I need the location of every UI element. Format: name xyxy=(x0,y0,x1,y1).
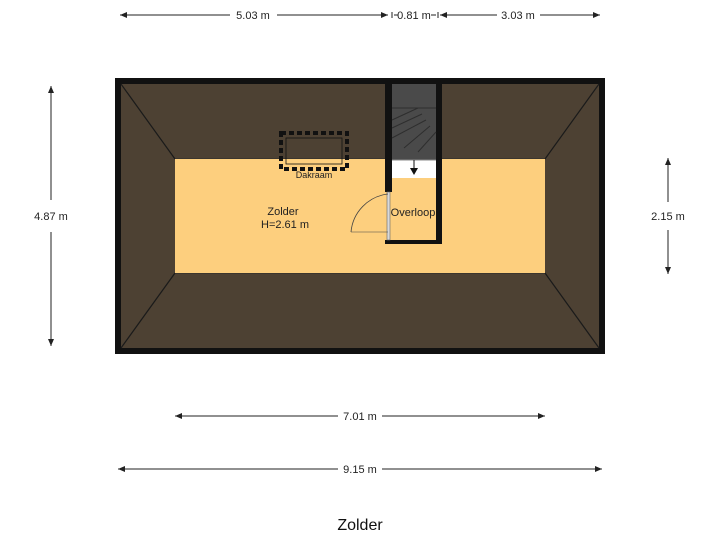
dimension-right: 2.15 m xyxy=(651,158,685,274)
zolder-name: Zolder xyxy=(267,206,299,218)
attic-structure xyxy=(115,78,605,354)
dim-top-right-label: 3.03 m xyxy=(501,10,535,22)
dimension-left: 4.87 m xyxy=(34,86,68,346)
overloop-label: Overloop xyxy=(391,207,436,219)
dim-left-label: 4.87 m xyxy=(34,211,68,223)
zolder-room-label: Zolder H=2.61 m xyxy=(261,206,309,231)
dimension-bottom-inner: 7.01 m xyxy=(175,411,545,423)
skylight-dakraam: Dakraam xyxy=(279,131,349,180)
dimension-bottom-outer: 9.15 m xyxy=(118,464,602,476)
dim-top-left-label: 5.03 m xyxy=(236,10,270,22)
dim-top-middle-label: 0.81 m xyxy=(397,10,431,22)
stair-void xyxy=(392,84,436,160)
dimension-top: 5.03 m 0.81 m 3.03 m xyxy=(120,10,600,22)
dim-bottom-outer-label: 9.15 m xyxy=(343,464,377,476)
door-swing xyxy=(350,193,389,233)
dakraam-label: Dakraam xyxy=(296,170,333,180)
door-leaf xyxy=(386,191,391,241)
dim-right-label: 2.15 m xyxy=(651,211,685,223)
dim-bottom-inner-label: 7.01 m xyxy=(343,411,377,423)
zolder-height: H=2.61 m xyxy=(261,219,309,231)
plan-title: Zolder xyxy=(337,517,383,534)
overloop-floor xyxy=(392,178,436,240)
stair-direction-arrow-icon xyxy=(410,160,418,175)
staircase-overloop: Overloop xyxy=(350,84,442,244)
zolder-floor xyxy=(175,159,545,273)
